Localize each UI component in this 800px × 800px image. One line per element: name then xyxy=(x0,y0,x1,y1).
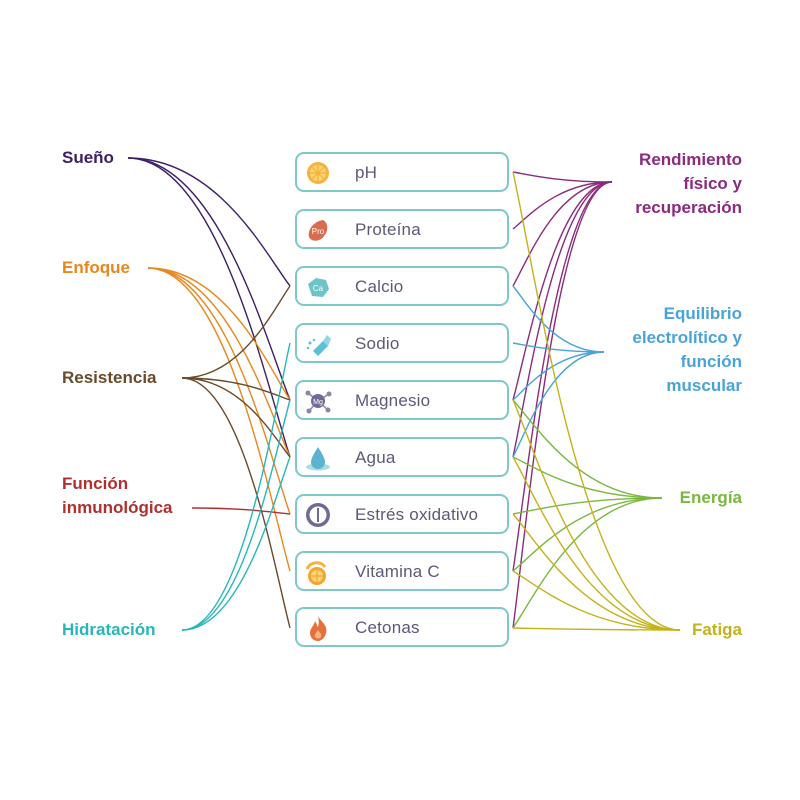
link-fatiga-estres xyxy=(512,513,681,631)
factor-enfoque: Enfoque xyxy=(62,258,130,277)
biomarker-sodio: Sodio xyxy=(295,323,509,363)
link-sueno-magnesio xyxy=(127,157,291,401)
biomarker-label: Calcio xyxy=(355,277,404,296)
link-sueno-agua xyxy=(127,157,291,458)
link-rendimiento-proteina xyxy=(512,181,613,230)
biomarker-ph: pH xyxy=(295,152,509,192)
link-equilibrio-sodio xyxy=(512,342,605,353)
link-funcion-estres xyxy=(191,507,291,515)
link-rendimiento-vitaminac xyxy=(512,181,613,572)
link-fatiga-cetonas xyxy=(512,627,681,631)
biomarker-magnesio: Mg Magnesio xyxy=(295,380,509,420)
link-hidratacion-magnesio xyxy=(181,399,291,631)
factor-hidratacion: Hidratación xyxy=(62,620,156,639)
svg-text:Pro: Pro xyxy=(312,227,325,236)
link-sueno-calcio xyxy=(127,157,291,287)
factor-rendimiento: Rendimiento físico y recuperación xyxy=(635,150,742,217)
factor-equilibrio: Equilibrio electrolítico y función muscu… xyxy=(632,304,742,395)
orange-slice-icon xyxy=(307,162,329,184)
protein-icon: Pro xyxy=(308,220,328,241)
salt-shaker-icon xyxy=(306,335,331,356)
link-resistencia-agua xyxy=(181,377,291,458)
biomarker-label: Magnesio xyxy=(355,391,431,410)
biomarker-label: Cetonas xyxy=(355,618,420,637)
biomarker-label: Vitamina C xyxy=(355,562,440,581)
link-rendimiento-calcio xyxy=(512,181,613,287)
link-rendimiento-magnesio xyxy=(512,181,613,401)
link-fatiga-ph xyxy=(512,171,681,631)
link-energia-estres xyxy=(512,497,663,515)
link-equilibrio-magnesio xyxy=(512,351,605,401)
link-energia-vitaminac xyxy=(512,497,663,572)
link-enfoque-vitaminac xyxy=(147,267,291,572)
biomarker-calcio: Ca Calcio xyxy=(295,266,509,306)
link-rendimiento-cetonas xyxy=(512,181,613,629)
link-fatiga-vitaminac xyxy=(512,570,681,631)
link-energia-magnesio xyxy=(512,399,663,499)
calcium-icon: Ca xyxy=(308,278,329,297)
link-hidratacion-sodio xyxy=(181,342,291,631)
link-rendimiento-ph xyxy=(512,171,613,183)
link-energia-agua xyxy=(512,456,663,499)
factor-resistencia: Resistencia xyxy=(62,368,157,387)
link-fatiga-magnesio xyxy=(512,399,681,631)
svg-text:Mg: Mg xyxy=(313,399,323,406)
link-resistencia-cetonas xyxy=(181,377,291,629)
factor-energia: Energía xyxy=(679,488,742,507)
biomarker-label: Estrés oxidativo xyxy=(355,505,479,524)
biomarker-proteina: Pro Proteína xyxy=(295,209,509,249)
factor-sueno: Sueño xyxy=(62,148,114,167)
flame-icon xyxy=(310,616,327,641)
link-rendimiento-agua xyxy=(512,181,613,458)
biomarker-label: pH xyxy=(355,163,378,182)
water-drop-icon xyxy=(306,447,330,471)
biomarker-agua: Agua xyxy=(295,437,509,477)
link-equilibrio-agua xyxy=(512,351,605,458)
magnesium-icon: Mg xyxy=(305,390,332,414)
citrus-icon xyxy=(305,561,327,585)
svg-text:Ca: Ca xyxy=(313,284,324,293)
factor-funcion-inmunologica: Función inmunológica xyxy=(62,474,173,517)
link-hidratacion-agua xyxy=(181,456,291,631)
link-equilibrio-calcio xyxy=(512,285,605,353)
biomarker-label: Sodio xyxy=(355,334,400,353)
biomarker-label: Agua xyxy=(355,448,396,467)
biomarker-vitamina-c: Vitamina C xyxy=(295,551,509,591)
link-resistencia-calcio xyxy=(181,285,291,379)
biomarker-label: Proteína xyxy=(355,220,421,239)
biomarker-cetonas: Cetonas xyxy=(295,607,509,647)
clock-icon xyxy=(306,503,330,527)
link-resistencia-magnesio xyxy=(181,377,291,401)
factor-fatiga: Fatiga xyxy=(691,620,742,639)
link-fatiga-agua xyxy=(512,456,681,631)
biomarker-estres-oxidativo: Estrés oxidativo xyxy=(295,494,509,534)
